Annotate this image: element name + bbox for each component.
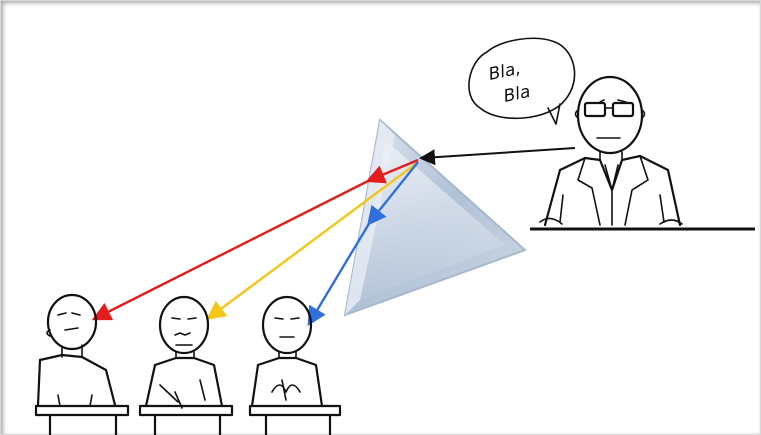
student-right	[250, 297, 340, 435]
student-left	[36, 295, 128, 435]
prism	[345, 120, 525, 315]
speech-line-1: Bla,	[487, 59, 523, 85]
teacher	[530, 77, 755, 229]
input-ray	[423, 148, 575, 158]
speech-bubble: Bla, Bla	[469, 38, 575, 124]
red-ray	[96, 180, 370, 318]
speech-line-2: Bla	[502, 82, 532, 107]
student-middle	[140, 297, 232, 435]
